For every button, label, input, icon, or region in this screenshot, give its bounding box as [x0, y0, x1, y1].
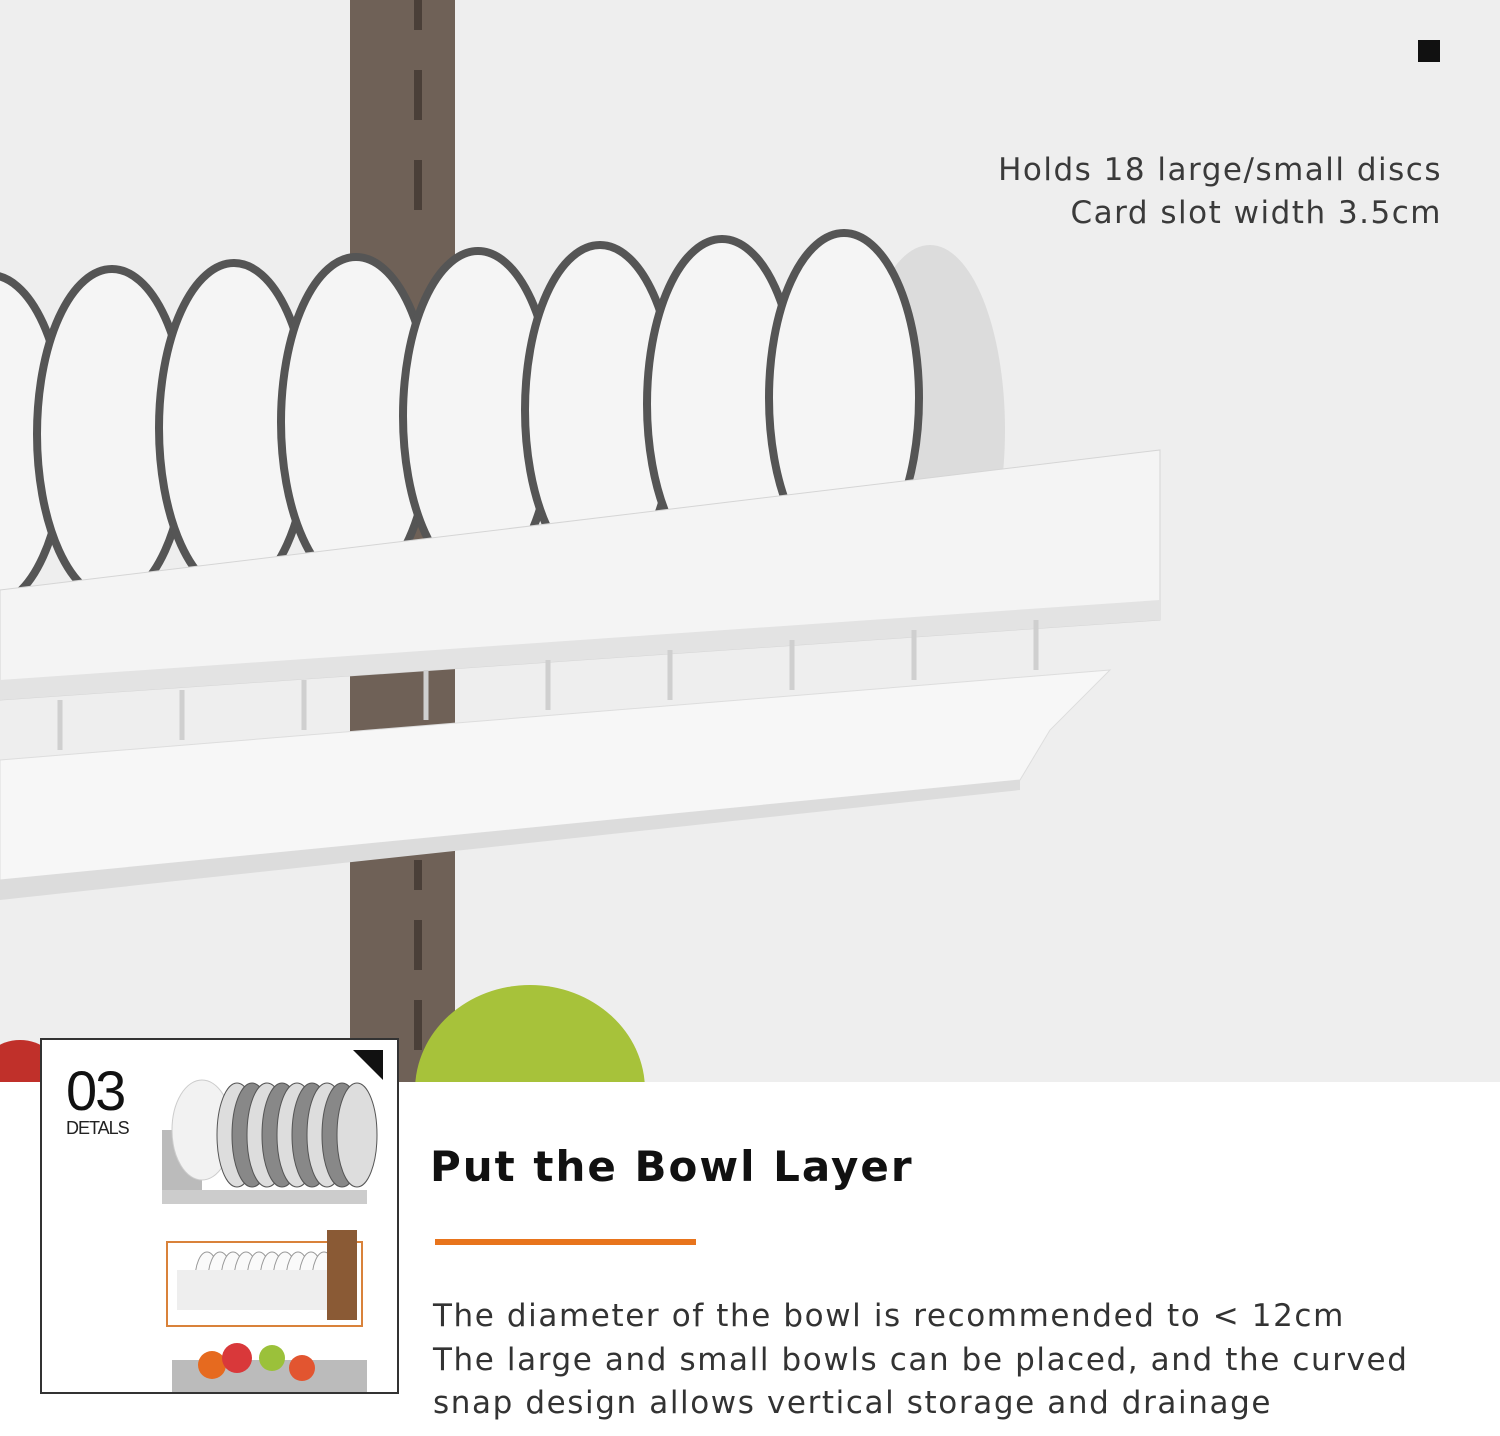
detail-thumbnail: 03 DETALS: [40, 1038, 399, 1394]
detail-label: DETALS: [66, 1118, 130, 1138]
detail-number: 03: [66, 1059, 126, 1122]
description-line-2: The large and small bowls can be placed,…: [433, 1342, 1409, 1378]
highlight-box: [166, 1241, 363, 1327]
description-line-3: snap design allows vertical storage and …: [433, 1385, 1273, 1421]
corner-triangle-icon: [353, 1050, 383, 1080]
accent-divider: [435, 1239, 696, 1245]
spec-slot-width: Card slot width 3.5cm: [1070, 195, 1442, 231]
corner-square-icon: [1418, 40, 1440, 62]
description-line-1: The diameter of the bowl is recommended …: [433, 1298, 1345, 1334]
apple: [415, 985, 645, 1082]
thumb-plate: [336, 1082, 378, 1188]
rack-thumbnail-image: [162, 1079, 378, 1392]
drip-tray: [0, 669, 1112, 881]
section-title: Put the Bowl Layer: [430, 1142, 914, 1191]
product-photo-bowl-rack: [0, 0, 1500, 1082]
spec-capacity: Holds 18 large/small discs: [998, 152, 1442, 188]
